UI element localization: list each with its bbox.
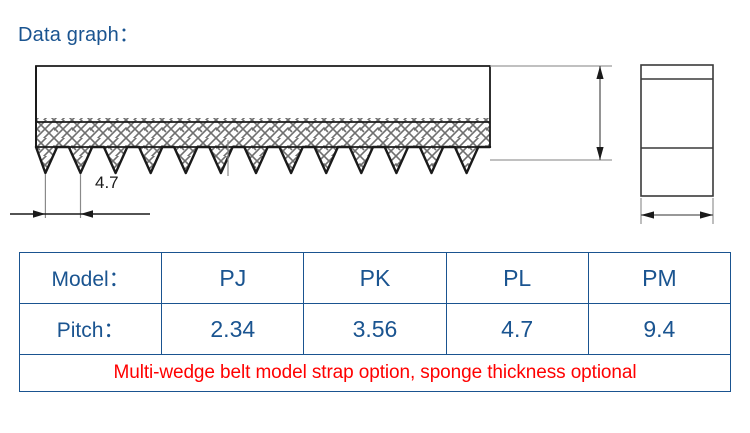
pitch-dimension-label: 4.7 <box>95 173 119 192</box>
model-value-pl: PL <box>445 252 589 304</box>
pitch-dimension: 4.7 <box>10 173 150 218</box>
model-value-pm: PM <box>587 252 732 304</box>
height-dimension <box>490 65 612 161</box>
pitch-arrow-left <box>33 210 46 218</box>
spec-table: Model： PJ PK PL PM Pitch： 2.34 3.56 4.7 … <box>18 252 732 392</box>
table-row-pitch: Pitch： 2.34 3.56 4.7 9.4 <box>18 303 732 355</box>
table-row-note: Multi-wedge belt model strap option, spo… <box>19 354 731 392</box>
data-graph-diagram: 4.7 <box>0 48 750 233</box>
table-note: Multi-wedge belt model strap option, spo… <box>19 354 731 392</box>
pitch-value-pk: 3.56 <box>303 303 447 355</box>
pitch-arrow-right <box>80 210 93 218</box>
width-arrow-right <box>700 211 713 219</box>
belt-hatch-fill <box>36 118 490 173</box>
belt-side-view <box>640 64 714 224</box>
pitch-row-label: Pitch： <box>18 303 163 355</box>
table-row-model: Model： PJ PK PL PM <box>18 252 732 304</box>
pitch-value-pl: 4.7 <box>445 303 589 355</box>
pitch-value-pj: 2.34 <box>161 303 305 355</box>
belt-front-view <box>34 65 492 176</box>
model-value-pj: PJ <box>161 252 305 304</box>
belt-rib-teeth <box>34 145 492 175</box>
height-arrow-top <box>596 66 604 79</box>
side-view-outline <box>640 64 714 197</box>
belt-diagram-svg: 4.7 <box>10 64 714 224</box>
model-value-pk: PK <box>303 252 447 304</box>
width-arrow-left <box>641 211 654 219</box>
model-row-label: Model： <box>18 252 163 304</box>
pitch-value-pm: 9.4 <box>587 303 732 355</box>
height-arrow-bottom <box>596 147 604 160</box>
page-title: Data graph： <box>18 24 140 46</box>
